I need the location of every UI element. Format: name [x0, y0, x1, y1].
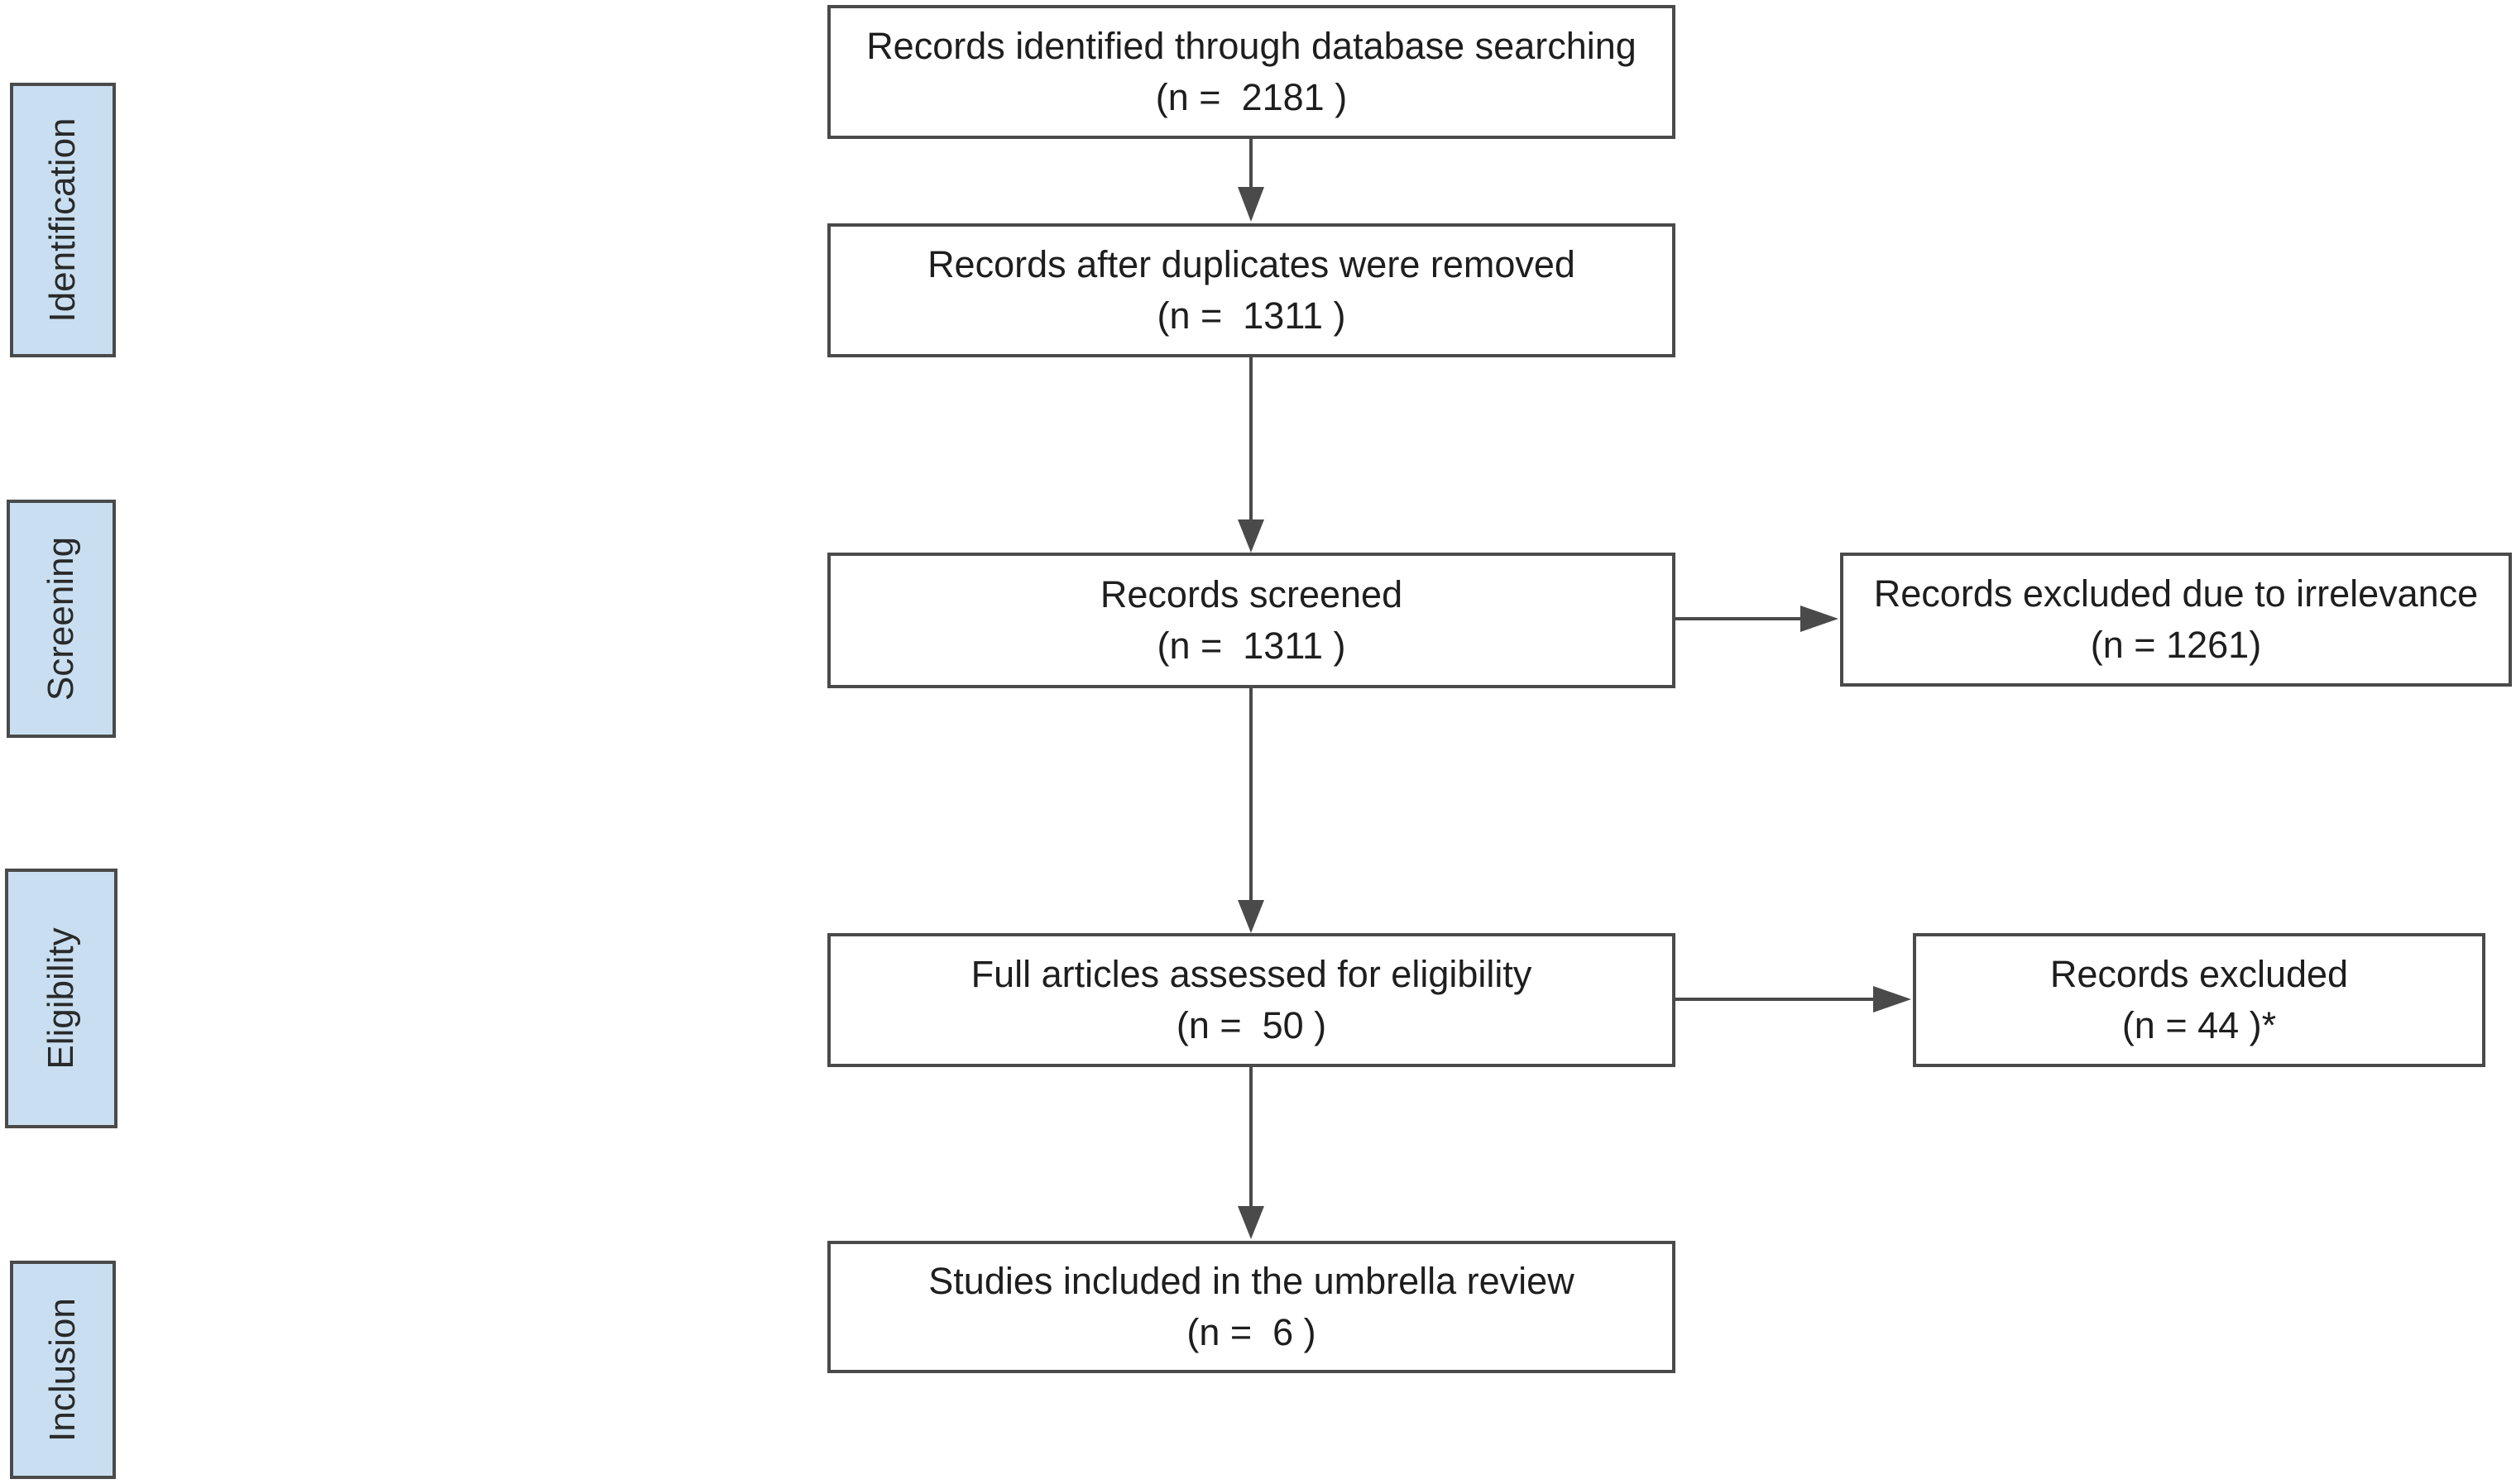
arrowhead-screened-to-excluded-irrelevance [1800, 606, 1838, 632]
box-records-screened-label: Records screened [1100, 573, 1403, 615]
box-studies-included: Studies included in the umbrella review … [827, 1241, 1675, 1373]
box-records-deduplicated-count: (n = 1311 ) [1157, 294, 1346, 337]
stage-identification-label: Identification [42, 117, 83, 323]
box-records-excluded-irrelevance: Records excluded due to irrelevance (n =… [1840, 553, 2512, 687]
arrowhead-screened-to-full-articles [1238, 900, 1264, 933]
stage-screening: Screening [7, 500, 116, 738]
stage-screening-label: Screening [41, 536, 81, 701]
box-records-identified-label: Records identified through database sear… [866, 25, 1637, 67]
box-full-articles-assessed-count: (n = 50 ) [1176, 1004, 1327, 1046]
box-records-excluded: Records excluded (n = 44 )* [1913, 933, 2485, 1067]
arrowhead-full-articles-to-included [1238, 1206, 1264, 1239]
box-studies-included-label: Studies included in the umbrella review [928, 1260, 1574, 1302]
box-records-identified-count: (n = 2181 ) [1155, 76, 1348, 118]
box-records-identified: Records identified through database sear… [827, 5, 1675, 139]
box-records-screened-count: (n = 1311 ) [1157, 625, 1346, 667]
arrowhead-full-articles-to-excluded [1873, 986, 1911, 1012]
stage-inclusion-label: Inclusion [42, 1298, 83, 1442]
box-records-excluded-irrelevance-label: Records excluded due to irrelevance [1873, 572, 2479, 615]
box-studies-included-count: (n = 6 ) [1186, 1311, 1316, 1353]
box-records-excluded-count: (n = 44 )* [2121, 1004, 2277, 1046]
box-full-articles-assessed: Full articles assessed for eligibility (… [827, 933, 1675, 1067]
arrowhead-identified-to-deduplicated [1238, 187, 1264, 222]
box-records-excluded-irrelevance-count: (n = 1261) [2090, 624, 2262, 666]
stage-eligibility-label: Eligibility [41, 927, 81, 1070]
box-records-deduplicated: Records after duplicates were removed (n… [827, 223, 1675, 357]
stage-identification: Identification [10, 83, 116, 357]
arrowhead-deduplicated-to-screened [1238, 519, 1264, 553]
box-records-excluded-label: Records excluded [2049, 953, 2349, 995]
stage-inclusion: Inclusion [10, 1261, 116, 1479]
box-records-screened: Records screened (n = 1311 ) [827, 553, 1675, 688]
box-records-deduplicated-label: Records after duplicates were removed [927, 243, 1575, 285]
stage-eligibility: Eligibility [5, 869, 117, 1128]
box-full-articles-assessed-label: Full articles assessed for eligibility [970, 953, 1532, 995]
